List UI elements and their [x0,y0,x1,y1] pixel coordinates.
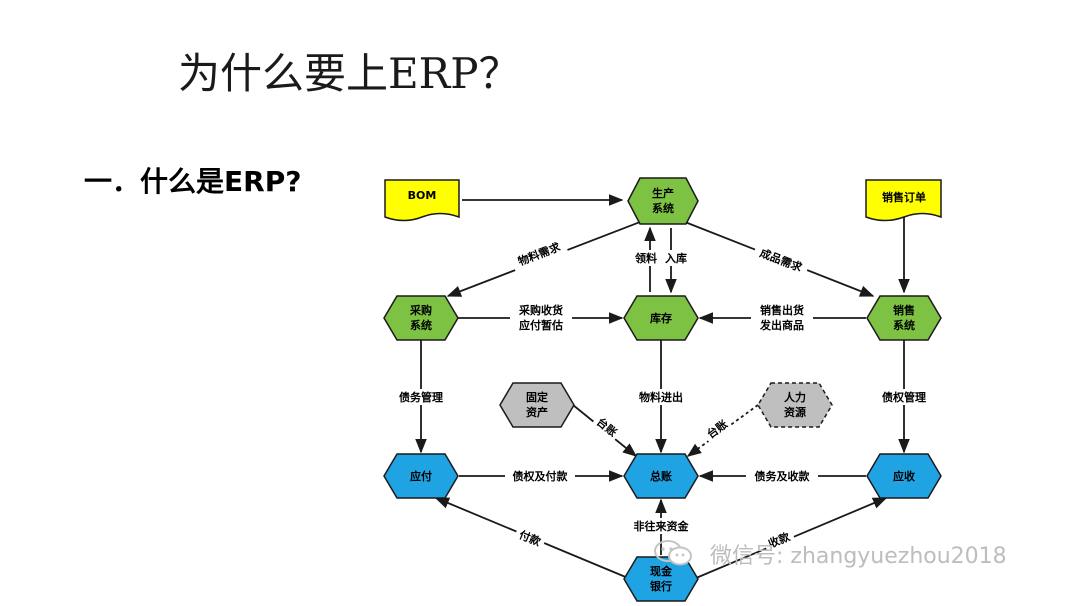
node-sales: 销售 系统 [866,295,942,341]
node-sales-order: 销售订单 [865,179,942,222]
node-ledger-label: 总账 [650,469,672,483]
wechat-icon [654,540,692,566]
edge-labels: 物料需求 成品需求 领料 入库 采购收货 应付暂估 销售出货 发出商品 债务管理… [393,236,932,554]
node-fixed-assets-shape [499,382,575,428]
node-production-label-1: 生产 [652,186,674,200]
node-receivable: 应收 [866,453,942,499]
node-bom: BOM [384,179,460,222]
label-non-trade-funds: 非往来资金 [634,519,690,533]
label-material-demand: 物料需求 [516,239,563,268]
label-debt-mgmt: 债务管理 [399,390,443,404]
label-sales-ship-2: 发出商品 [759,318,804,332]
node-receivable-shape [866,453,942,499]
node-production-shape [627,177,699,225]
node-receivable-label: 应收 [893,469,915,483]
node-hr: 人力 资源 [757,382,833,428]
node-fixed-assets-label-1: 固定 [526,390,548,404]
label-credit-payment: 债权及付款 [513,469,569,483]
node-payable-shape [383,453,459,499]
node-bom-shape [384,179,460,222]
node-sales-order-shape [865,179,942,222]
node-inventory: 库存 [623,295,699,341]
node-fixed-assets-label-2: 资产 [526,405,548,419]
label-material-inout: 物料进出 [639,390,683,404]
node-purchase: 采购 系统 [383,295,459,341]
node-production-label-2: 系统 [652,201,674,215]
label-sales-ship-1: 销售出货 [760,303,804,317]
node-cash-label-2: 银行 [650,579,672,593]
label-debt-collection: 债务及收款 [755,469,811,483]
node-hr-label-1: 人力 [784,390,806,404]
label-purchase-receipt-2: 应付暂估 [519,318,563,332]
watermark: 微信号: zhangyuezhou2018 [710,544,1007,569]
node-purchase-shape [383,295,459,341]
node-payable: 应付 [383,453,459,499]
label-credit-mgmt: 债权管理 [882,390,926,404]
node-sales-order-label: 销售订单 [882,190,926,204]
node-cash: 现金 银行 [623,556,699,602]
node-hr-shape [757,382,833,428]
node-fixed-assets: 固定 资产 [499,382,575,428]
node-inventory-shape [623,295,699,341]
node-purchase-label-2: 系统 [410,318,432,332]
node-sales-label-2: 系统 [893,318,915,332]
node-ledger-shape [623,453,699,499]
node-inventory-label: 库存 [650,311,672,325]
node-cash-label-1: 现金 [650,564,673,578]
node-ledger: 总账 [623,453,699,499]
node-sales-shape [866,295,942,341]
label-pick-material: 领料 [634,251,657,265]
slide-subtitle: 一．什么是ERP? [84,165,302,198]
node-production: 生产 系统 [627,177,699,225]
node-hr-label-2: 资源 [784,405,806,419]
node-purchase-label-1: 采购 [409,303,432,317]
node-bom-label: BOM [408,189,437,202]
label-stock-in: 入库 [665,251,687,265]
node-payable-label: 应付 [410,469,432,483]
node-sales-label-1: 销售 [893,303,915,317]
label-purchase-receipt-1: 采购收货 [518,303,563,317]
label-product-demand: 成品需求 [758,246,805,275]
slide-title: 为什么要上ERP？ [178,49,521,98]
